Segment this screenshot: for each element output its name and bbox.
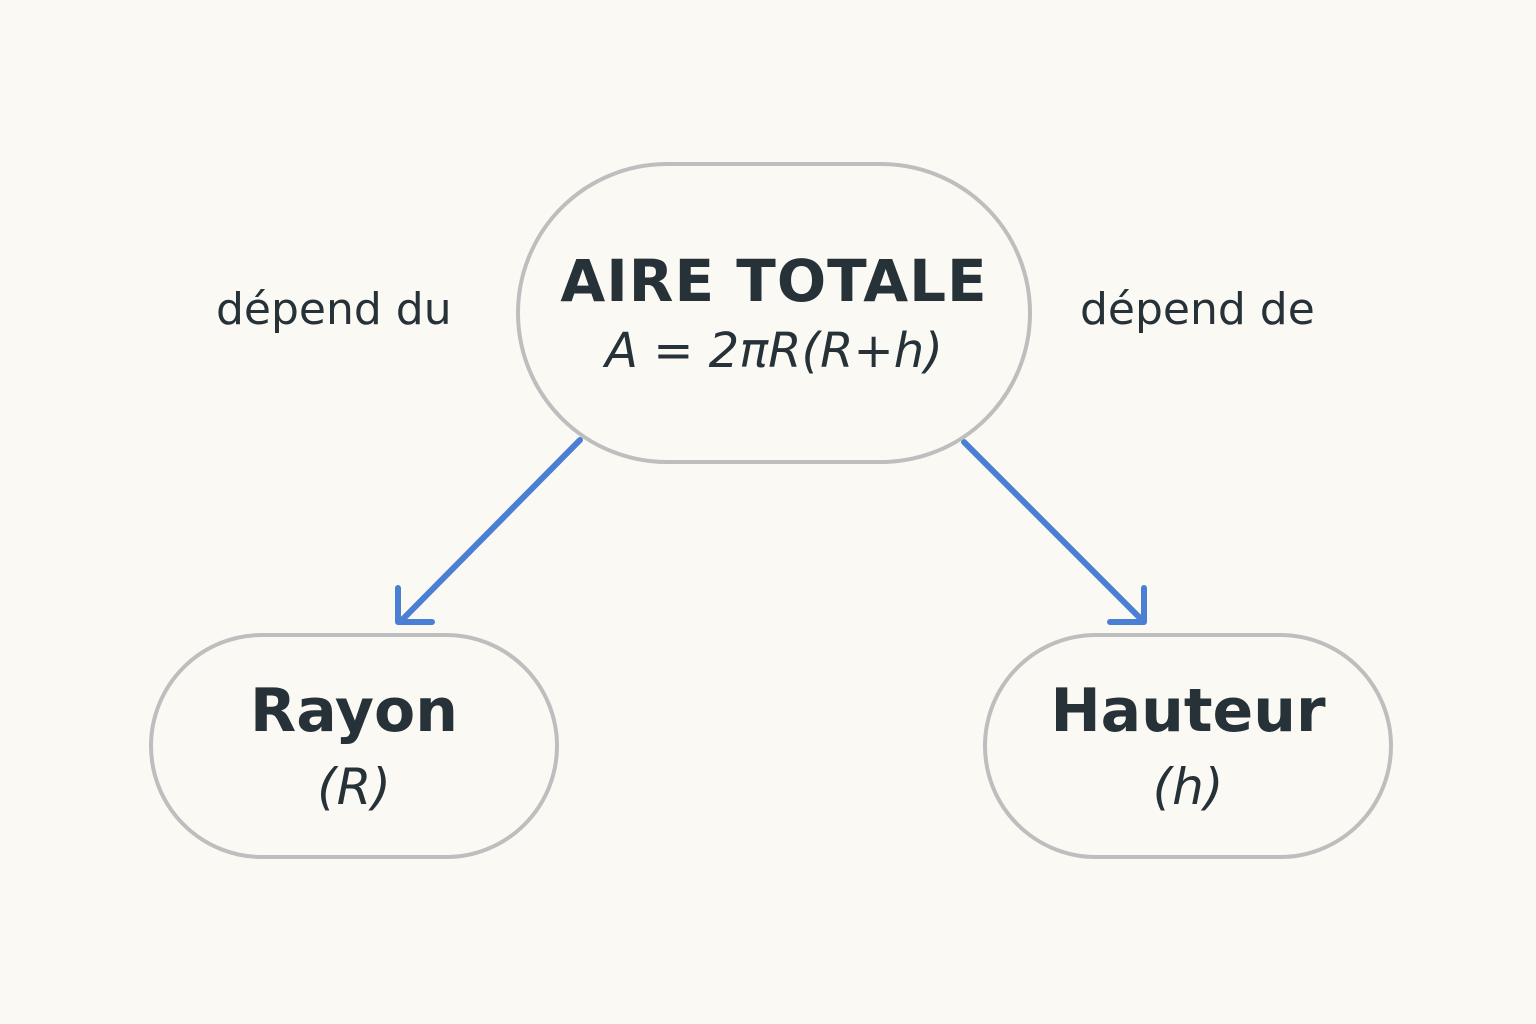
node-aire-totale-formula: A = 2πR(R+h)	[605, 323, 943, 379]
node-hauteur: Hauteur (h)	[983, 633, 1393, 859]
node-rayon-symbol: (R)	[317, 758, 391, 816]
node-hauteur-label: Hauteur	[1050, 676, 1326, 746]
edge-label-depend-de: dépend de	[1080, 284, 1315, 335]
node-rayon: Rayon (R)	[149, 633, 559, 859]
node-aire-totale-title: AIRE TOTALE	[560, 247, 988, 315]
arrow-to-hauteur	[961, 439, 1147, 625]
edge-label-depend-du: dépend du	[216, 284, 452, 335]
node-aire-totale: AIRE TOTALE A = 2πR(R+h)	[516, 162, 1032, 464]
node-hauteur-symbol: (h)	[1152, 758, 1224, 816]
node-rayon-label: Rayon	[250, 676, 458, 746]
arrow-to-rayon	[395, 437, 583, 625]
